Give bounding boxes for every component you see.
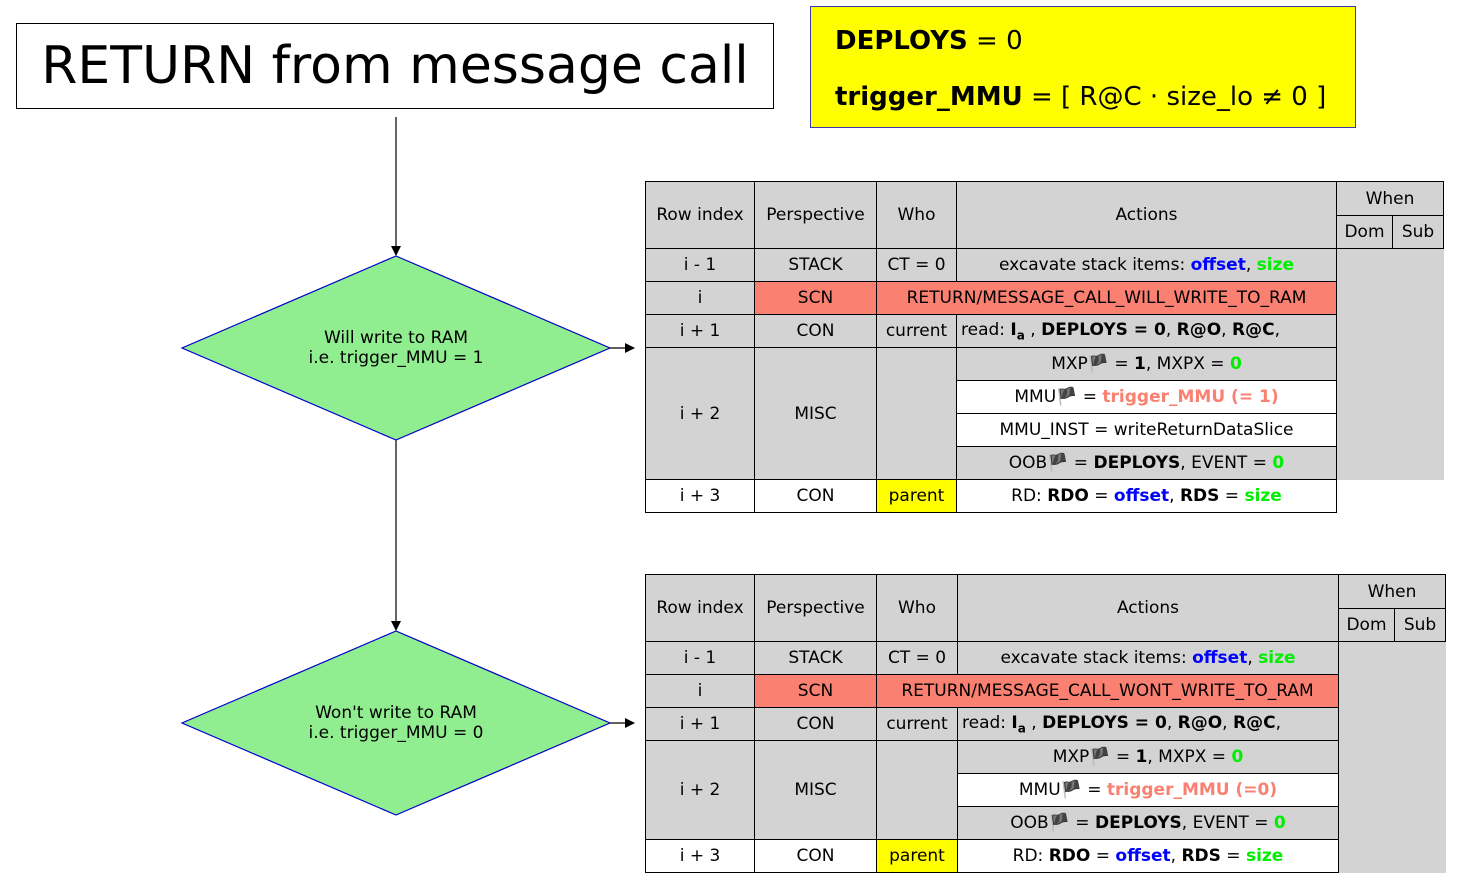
decision-diamond-2	[180, 630, 612, 816]
header-sub: Sub	[1392, 215, 1444, 249]
diamond-2-label: Won't write to RAM i.e. trigger_MMU = 0	[308, 703, 484, 743]
row-action-mmu: MMU🏴 = trigger_MMU (= 1)	[956, 380, 1337, 414]
row-perspective: SCN	[754, 674, 877, 708]
row-action-rd: RD: RDO = offset, RDS = size	[957, 839, 1339, 873]
row-who: CT = 0	[876, 248, 957, 282]
deploys-condition: DEPLOYS = 0	[835, 26, 1023, 56]
row-index: i + 3	[645, 839, 755, 873]
header-perspective: Perspective	[754, 574, 877, 642]
instruction-name: RETURN/MESSAGE_CALL_WILL_WRITE_TO_RAM	[876, 281, 1337, 315]
header-actions: Actions	[957, 574, 1339, 642]
row-action-mmu-inst: MMU_INST = writeReturnDataSlice	[956, 413, 1337, 447]
row-who: parent	[876, 479, 957, 513]
row-action-rd: RD: RDO = offset, RDS = size	[956, 479, 1337, 513]
row-who: parent	[876, 839, 958, 873]
when-area	[1338, 839, 1446, 873]
header-who: Who	[876, 181, 957, 249]
row-action: excavate stack items: offset, size	[957, 641, 1339, 675]
row-perspective: STACK	[754, 641, 877, 675]
trigger-condition: trigger_MMU = [ R@C · size_lo ≠ 0 ]	[835, 82, 1327, 112]
header-row-index: Row index	[645, 181, 755, 249]
when-area	[1338, 641, 1446, 840]
conditions-box: DEPLOYS = 0 trigger_MMU = [ R@C · size_l…	[810, 6, 1356, 128]
row-index: i - 1	[645, 641, 755, 675]
header-row-index: Row index	[645, 574, 755, 642]
flag-icon: 🏴	[1048, 813, 1070, 833]
row-perspective: SCN	[754, 281, 877, 315]
diamond-1-label: Will write to RAM i.e. trigger_MMU = 1	[308, 328, 484, 368]
row-perspective: MISC	[754, 740, 877, 840]
row-perspective: CON	[754, 479, 877, 513]
when-area	[1336, 248, 1444, 480]
row-perspective: STACK	[754, 248, 877, 282]
header-when: When	[1336, 181, 1444, 216]
row-index: i	[645, 674, 755, 708]
flag-icon: 🏴	[1089, 747, 1111, 767]
row-action-oob: OOB🏴 = DEPLOYS, EVENT = 0	[957, 806, 1339, 840]
row-index: i + 3	[645, 479, 755, 513]
flag-icon: 🏴	[1060, 780, 1082, 800]
header-dom: Dom	[1338, 608, 1395, 642]
row-index: i + 2	[645, 740, 755, 840]
row-perspective: MISC	[754, 347, 877, 480]
row-who	[876, 740, 958, 840]
instruction-table-write: Row index Perspective Who Actions When D…	[645, 181, 1444, 513]
row-perspective: CON	[754, 707, 877, 741]
row-who: CT = 0	[876, 641, 958, 675]
row-index: i + 1	[645, 707, 755, 741]
header-actions: Actions	[956, 181, 1337, 249]
header-who: Who	[876, 574, 958, 642]
row-who	[876, 347, 957, 480]
row-action-mxp: MXP🏴 = 1, MXPX = 0	[956, 347, 1337, 381]
header-dom: Dom	[1336, 215, 1393, 249]
row-action-mxp: MXP🏴 = 1, MXPX = 0	[957, 740, 1339, 774]
flag-icon: 🏴	[1047, 453, 1069, 473]
flag-icon: 🏴	[1056, 387, 1078, 407]
instruction-name: RETURN/MESSAGE_CALL_WONT_WRITE_TO_RAM	[876, 674, 1339, 708]
row-index: i + 2	[645, 347, 755, 480]
row-action: read: Ia , DEPLOYS = 0, R@O, R@C,	[956, 314, 1337, 348]
row-perspective: CON	[754, 839, 877, 873]
row-perspective: CON	[754, 314, 877, 348]
header-when: When	[1338, 574, 1446, 609]
row-who: current	[876, 314, 957, 348]
row-action: excavate stack items: offset, size	[956, 248, 1337, 282]
row-index: i - 1	[645, 248, 755, 282]
row-action: read: Ia , DEPLOYS = 0, R@O, R@C,	[957, 707, 1339, 741]
row-index: i + 1	[645, 314, 755, 348]
row-who: current	[876, 707, 958, 741]
row-action-oob: OOB🏴 = DEPLOYS, EVENT = 0	[956, 446, 1337, 480]
page-title: RETURN from message call	[16, 23, 774, 109]
row-index: i	[645, 281, 755, 315]
header-perspective: Perspective	[754, 181, 877, 249]
instruction-table-no-write: Row index Perspective Who Actions When D…	[645, 574, 1446, 873]
row-action-mmu: MMU🏴 = trigger_MMU (=0)	[957, 773, 1339, 807]
header-sub: Sub	[1394, 608, 1446, 642]
flag-icon: 🏴	[1087, 354, 1109, 374]
